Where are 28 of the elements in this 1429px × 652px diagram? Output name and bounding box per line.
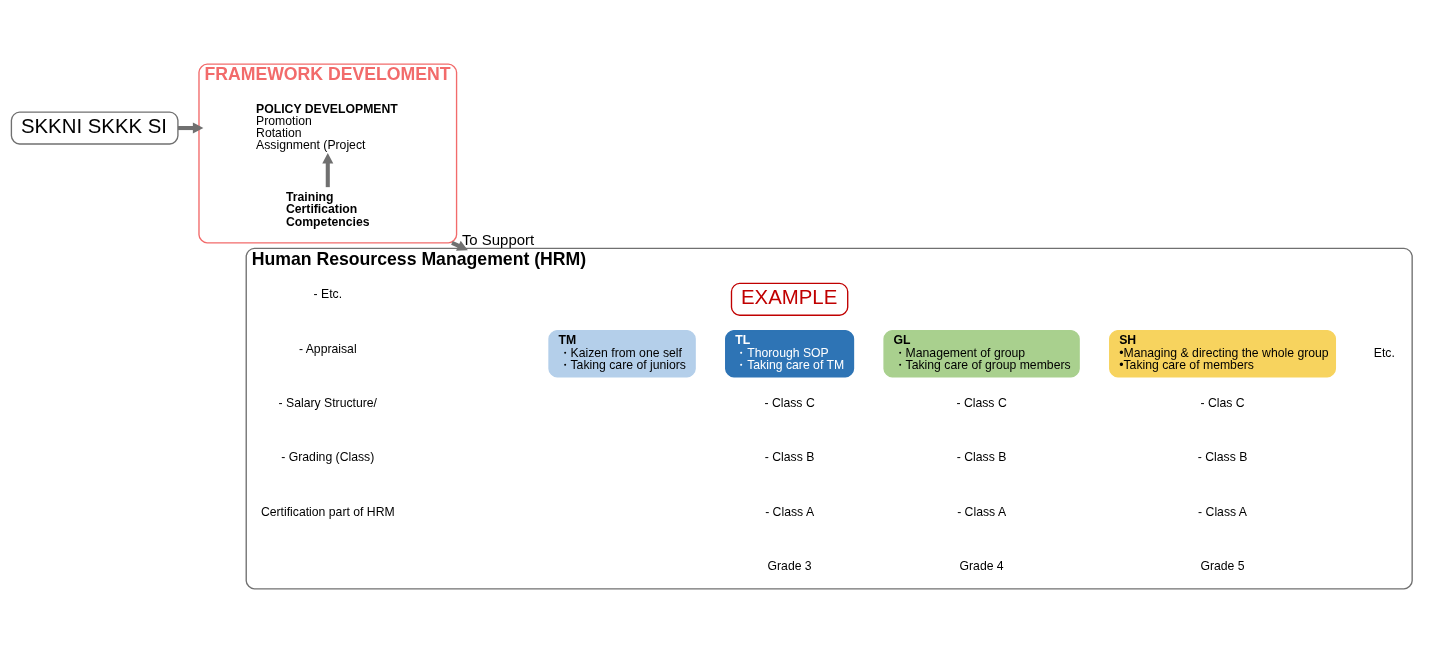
label: Certification part of HRM [260,504,395,519]
label: - Class B [764,449,815,464]
node-box: GL ・Management of group ・Taking care of group members [883,329,1080,377]
node-text: Training Certification Competencies [285,189,370,228]
label: Grade 4 [959,558,1004,573]
label: - Grading (Class) [281,449,375,464]
label: - Etc. [313,286,343,301]
label: - Class C [956,395,1007,410]
node-box: TL ・Thorough SOP ・Taking care of TM [725,329,855,377]
label: - Class B [956,449,1007,464]
label: - Appraisal [298,341,357,356]
node-box: SH •Managing & directing the whole group •Taking care of members [1109,329,1337,377]
label: - Class A [765,504,815,519]
label: - Salary Structure/ [278,395,378,410]
label: - Class A [957,504,1007,519]
node-box: TM ・Kaizen from one self ・Taking care of juniors [548,329,696,377]
edge-label: To Support [461,230,535,248]
label: - Class A [1198,504,1247,519]
label: - Class B [1197,449,1248,464]
label: Grade 3 [767,558,812,573]
arrow [322,152,334,187]
label: Grade 5 [1200,558,1245,573]
node-box: SKKNI SKKK SI [10,110,179,145]
label: - Clas C [1200,395,1245,410]
node-box: EXAMPLE [730,282,849,316]
node-text: POLICY DEVELOPMENT Promotion Rotation Assignment (Project [256,101,398,152]
label: - Class C [764,395,815,410]
label: Etc. [1373,345,1395,360]
